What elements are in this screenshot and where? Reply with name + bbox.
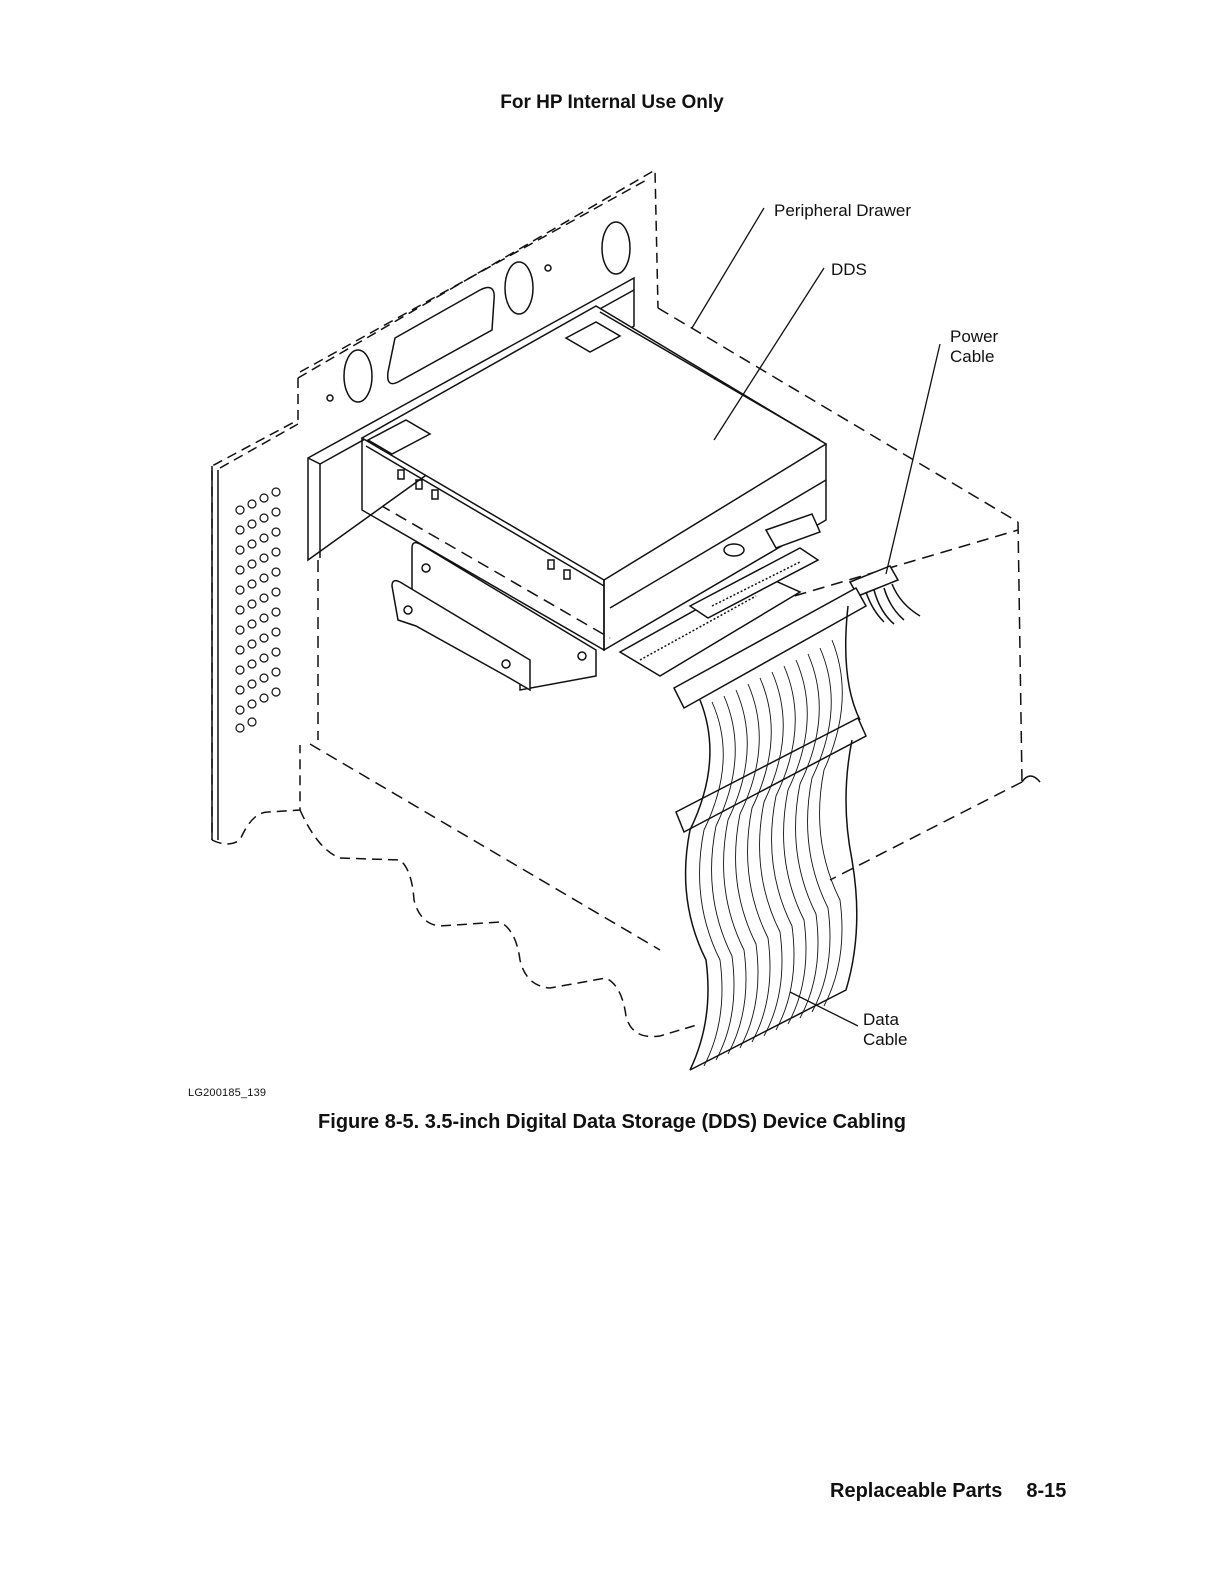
label-data-cable-line2: Cable <box>863 1030 907 1050</box>
mounting-bracket <box>392 543 596 690</box>
label-dds: DDS <box>831 260 867 280</box>
page-footer: Replaceable Parts 8-15 <box>830 1480 1066 1503</box>
figure-caption: Figure 8-5. 3.5-inch Digital Data Storag… <box>0 1111 1224 1134</box>
vent-holes <box>236 488 280 732</box>
footer-section: Replaceable Parts <box>830 1480 1002 1502</box>
label-data-cable-line1: Data <box>863 1010 899 1030</box>
data-ribbon-cable <box>674 588 866 1070</box>
label-power-cable-line1: Power <box>950 327 998 347</box>
label-peripheral-drawer: Peripheral Drawer <box>774 201 911 221</box>
footer-page-number: 8-15 <box>1026 1480 1066 1502</box>
figure-id: LG200185_139 <box>188 1087 266 1099</box>
label-power-cable-line2: Cable <box>950 347 994 367</box>
